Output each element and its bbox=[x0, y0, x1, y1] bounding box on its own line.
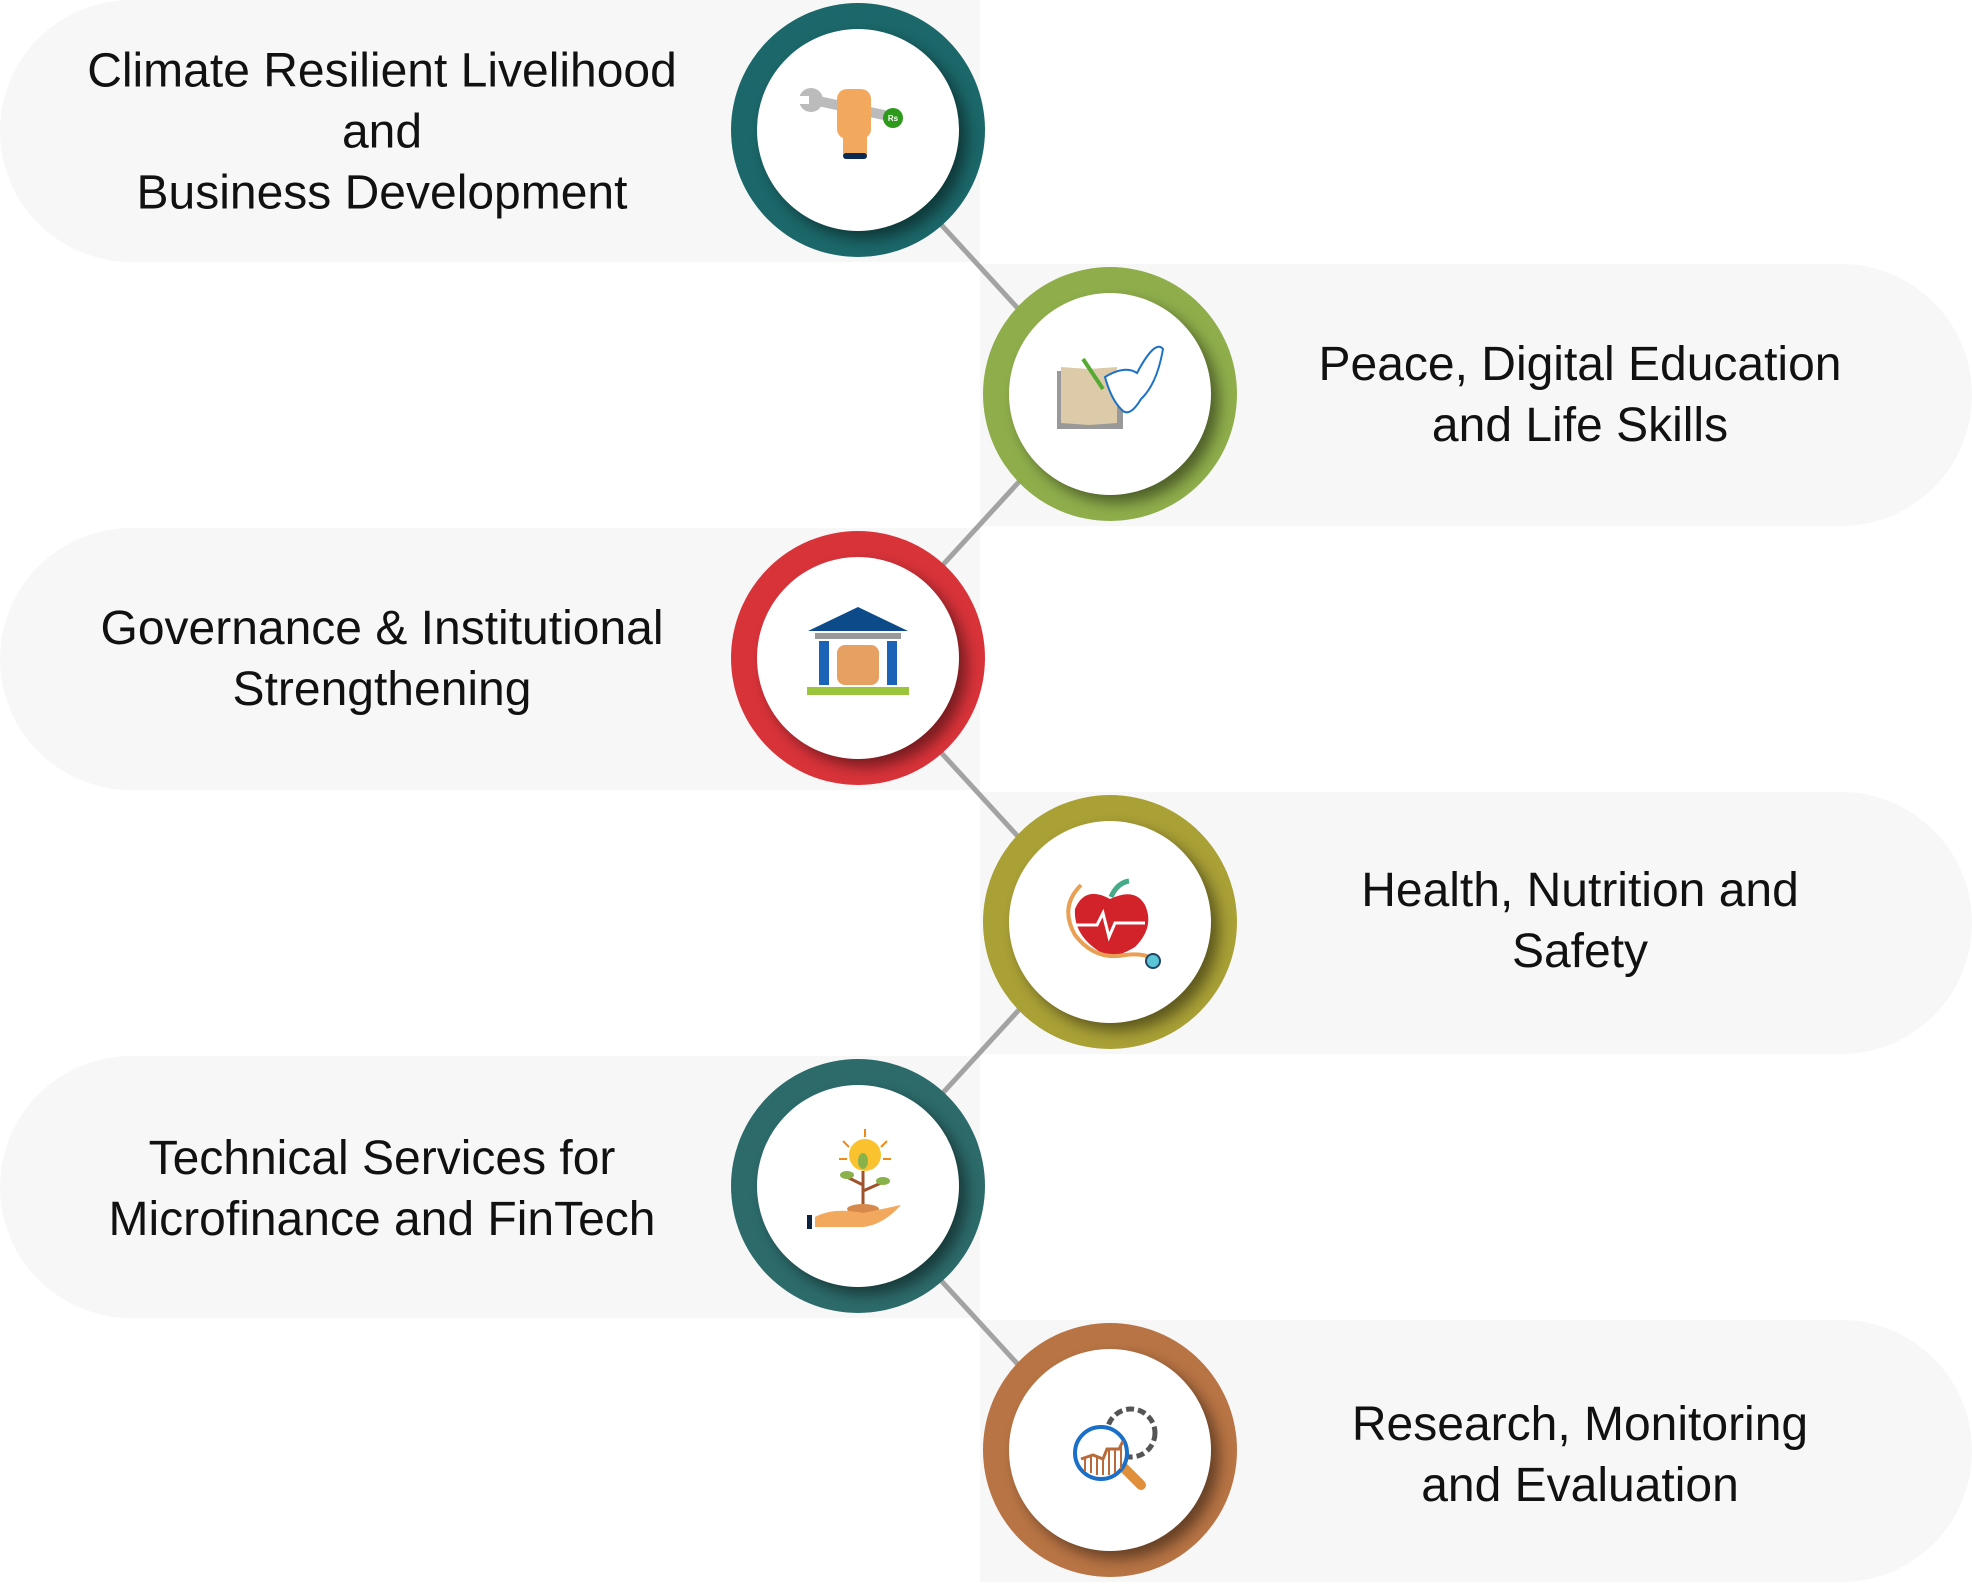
rupee-badge: Rs bbox=[888, 114, 899, 123]
apple-stethoscope-icon bbox=[1066, 878, 1161, 969]
item-2-ring bbox=[983, 267, 1237, 521]
magnifier-gear-icon bbox=[1073, 1406, 1158, 1490]
wrench-fist-icon: Rs bbox=[797, 88, 903, 159]
hand-plant-icon bbox=[807, 1129, 901, 1229]
item-3-ring bbox=[731, 531, 985, 785]
item-5-ring bbox=[731, 1059, 985, 1313]
item-2-label: Peace, Digital Education and Life Skills bbox=[1318, 338, 1842, 452]
institution-fist-icon bbox=[807, 607, 909, 695]
item-3-label: Governance & Institutional Strengthening bbox=[100, 602, 664, 716]
item-4-ring bbox=[983, 795, 1237, 1049]
item-6-label: Research, Monitoring and Evaluation bbox=[1351, 1398, 1809, 1512]
book-dove-icon bbox=[1057, 345, 1165, 429]
item-5-label: Technical Services for Microfinance and … bbox=[108, 1132, 656, 1246]
item-1-label: Climate Resilient Livelihood and Busines… bbox=[87, 44, 677, 220]
item-6-ring bbox=[983, 1323, 1237, 1577]
item-4-label: Health, Nutrition and Safety bbox=[1361, 864, 1799, 978]
item-1-ring: Rs bbox=[731, 3, 985, 257]
